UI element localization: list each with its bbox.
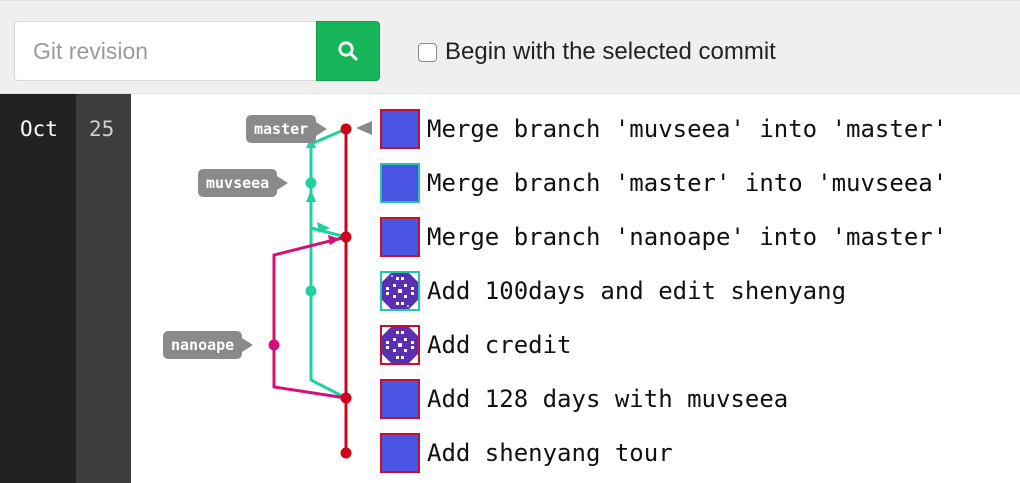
commit-message: Add shenyang tour (427, 439, 673, 467)
commit-message: Add credit (427, 331, 572, 359)
nanoape-branch-line (272, 235, 347, 400)
nanoape-arrowheads (328, 235, 340, 245)
branch-label-muvseea[interactable]: muvseea (198, 169, 289, 197)
search-button[interactable] (316, 21, 380, 81)
begin-with-selected-toggle[interactable]: Begin with the selected commit (418, 37, 776, 67)
commit-node (340, 447, 352, 459)
commit-row[interactable]: Merge branch 'master' into 'muvseea' (380, 163, 947, 203)
commit-row[interactable]: Merge branch 'muvseea' into 'master' (380, 109, 947, 149)
month-label: Oct (20, 117, 58, 141)
commit-node (340, 231, 352, 243)
branch-label-text: master (254, 120, 309, 138)
branch-label-text: nanoape (171, 336, 235, 354)
git-revision-input[interactable] (14, 21, 316, 81)
commit-node (340, 123, 352, 135)
commit-node (340, 392, 352, 404)
commit-row[interactable]: Add shenyang tour (380, 433, 673, 473)
author-avatar (380, 109, 420, 149)
author-avatar (380, 379, 420, 419)
commit-row[interactable]: Merge branch 'nanoape' into 'master' (380, 217, 947, 257)
day-label: 25 (89, 117, 115, 141)
commit-row[interactable]: Add 128 days with muvseea (380, 379, 788, 419)
commit-node (268, 339, 280, 351)
branch-label-text: muvseea (206, 174, 270, 192)
commit-row[interactable]: Add credit (380, 325, 572, 365)
commit-node (305, 177, 317, 189)
author-avatar (380, 271, 420, 311)
day-column (76, 94, 131, 483)
commit-node (305, 285, 317, 297)
muvseea-arrowheads (306, 136, 330, 233)
search-icon (338, 41, 358, 61)
commit-message: Add 128 days with muvseea (427, 385, 789, 413)
commit-message: Merge branch 'muvseea' into 'master' (427, 115, 948, 143)
begin-with-selected-label: Begin with the selected commit (445, 38, 776, 65)
month-column (0, 94, 76, 483)
branch-label-master[interactable]: master (246, 115, 328, 143)
begin-with-selected-checkbox[interactable] (418, 42, 437, 62)
author-avatar (380, 325, 420, 365)
head-pointer-icon (356, 121, 372, 135)
author-avatar (380, 217, 420, 257)
commit-message: Merge branch 'nanoape' into 'master' (427, 223, 948, 251)
toolbar: Begin with the selected commit (0, 0, 1020, 94)
muvseea-branch-line (309, 127, 347, 400)
author-avatar (380, 433, 420, 473)
commit-message: Add 100days and edit shenyang (427, 277, 847, 305)
author-avatar (380, 163, 420, 203)
branch-label-nanoape[interactable]: nanoape (163, 331, 254, 359)
commit-message: Merge branch 'master' into 'muvseea' (427, 169, 948, 197)
commit-row[interactable]: Add 100days and edit shenyang (380, 271, 846, 311)
